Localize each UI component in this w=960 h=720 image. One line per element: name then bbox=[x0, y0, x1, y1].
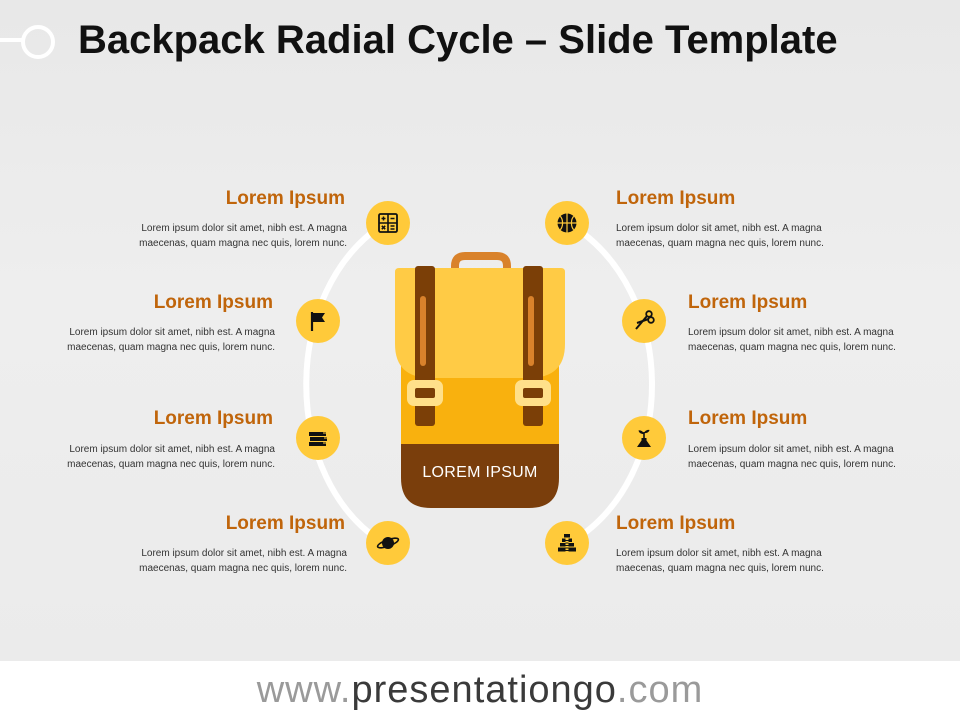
item-title: Lorem Ipsum bbox=[688, 292, 808, 313]
item-title: Lorem Ipsum bbox=[225, 188, 345, 209]
flag-icon bbox=[296, 299, 340, 343]
item-description: Lorem ipsum dolor sit amet, nibh est. A … bbox=[688, 327, 896, 353]
item-description: Lorem ipsum dolor sit amet, nibh est. A … bbox=[139, 223, 347, 249]
item-description: Lorem ipsum dolor sit amet, nibh est. A … bbox=[139, 548, 347, 574]
slide: Backpack Radial Cycle – Slide Template L… bbox=[0, 0, 960, 661]
basketball-icon bbox=[545, 201, 589, 245]
item-title: Lorem Ipsum bbox=[225, 513, 345, 534]
item-title: Lorem Ipsum bbox=[153, 408, 273, 429]
slide-title: Backpack Radial Cycle – Slide Template bbox=[78, 18, 838, 62]
planet-icon bbox=[366, 521, 410, 565]
item-title: Lorem Ipsum bbox=[616, 513, 736, 534]
footer-suffix: .com bbox=[616, 669, 704, 711]
backpack-illustration: LOREM IPSUM bbox=[389, 252, 571, 510]
pyramid-icon bbox=[545, 521, 589, 565]
center-label: LOREM IPSUM bbox=[422, 464, 538, 481]
item-title: Lorem Ipsum bbox=[688, 408, 808, 429]
books-icon bbox=[296, 416, 340, 460]
item-description: Lorem ipsum dolor sit amet, nibh est. A … bbox=[688, 444, 896, 470]
item-description: Lorem ipsum dolor sit amet, nibh est. A … bbox=[67, 444, 275, 470]
calculator-icon bbox=[366, 201, 410, 245]
footer-prefix: www. bbox=[256, 669, 352, 711]
backpack-graphic bbox=[395, 252, 565, 508]
decorative-line bbox=[0, 38, 24, 42]
footer-url[interactable]: www.presentationgo.com bbox=[0, 661, 960, 720]
item-title: Lorem Ipsum bbox=[616, 188, 736, 209]
item-title: Lorem Ipsum bbox=[153, 292, 273, 313]
item-description: Lorem ipsum dolor sit amet, nibh est. A … bbox=[616, 548, 824, 574]
decorative-ring bbox=[21, 25, 55, 59]
plant-flask-icon bbox=[622, 416, 666, 460]
scissors-icon bbox=[622, 299, 666, 343]
item-description: Lorem ipsum dolor sit amet, nibh est. A … bbox=[616, 223, 824, 249]
item-description: Lorem ipsum dolor sit amet, nibh est. A … bbox=[67, 327, 275, 353]
footer-brand: presentationgo bbox=[351, 669, 617, 711]
